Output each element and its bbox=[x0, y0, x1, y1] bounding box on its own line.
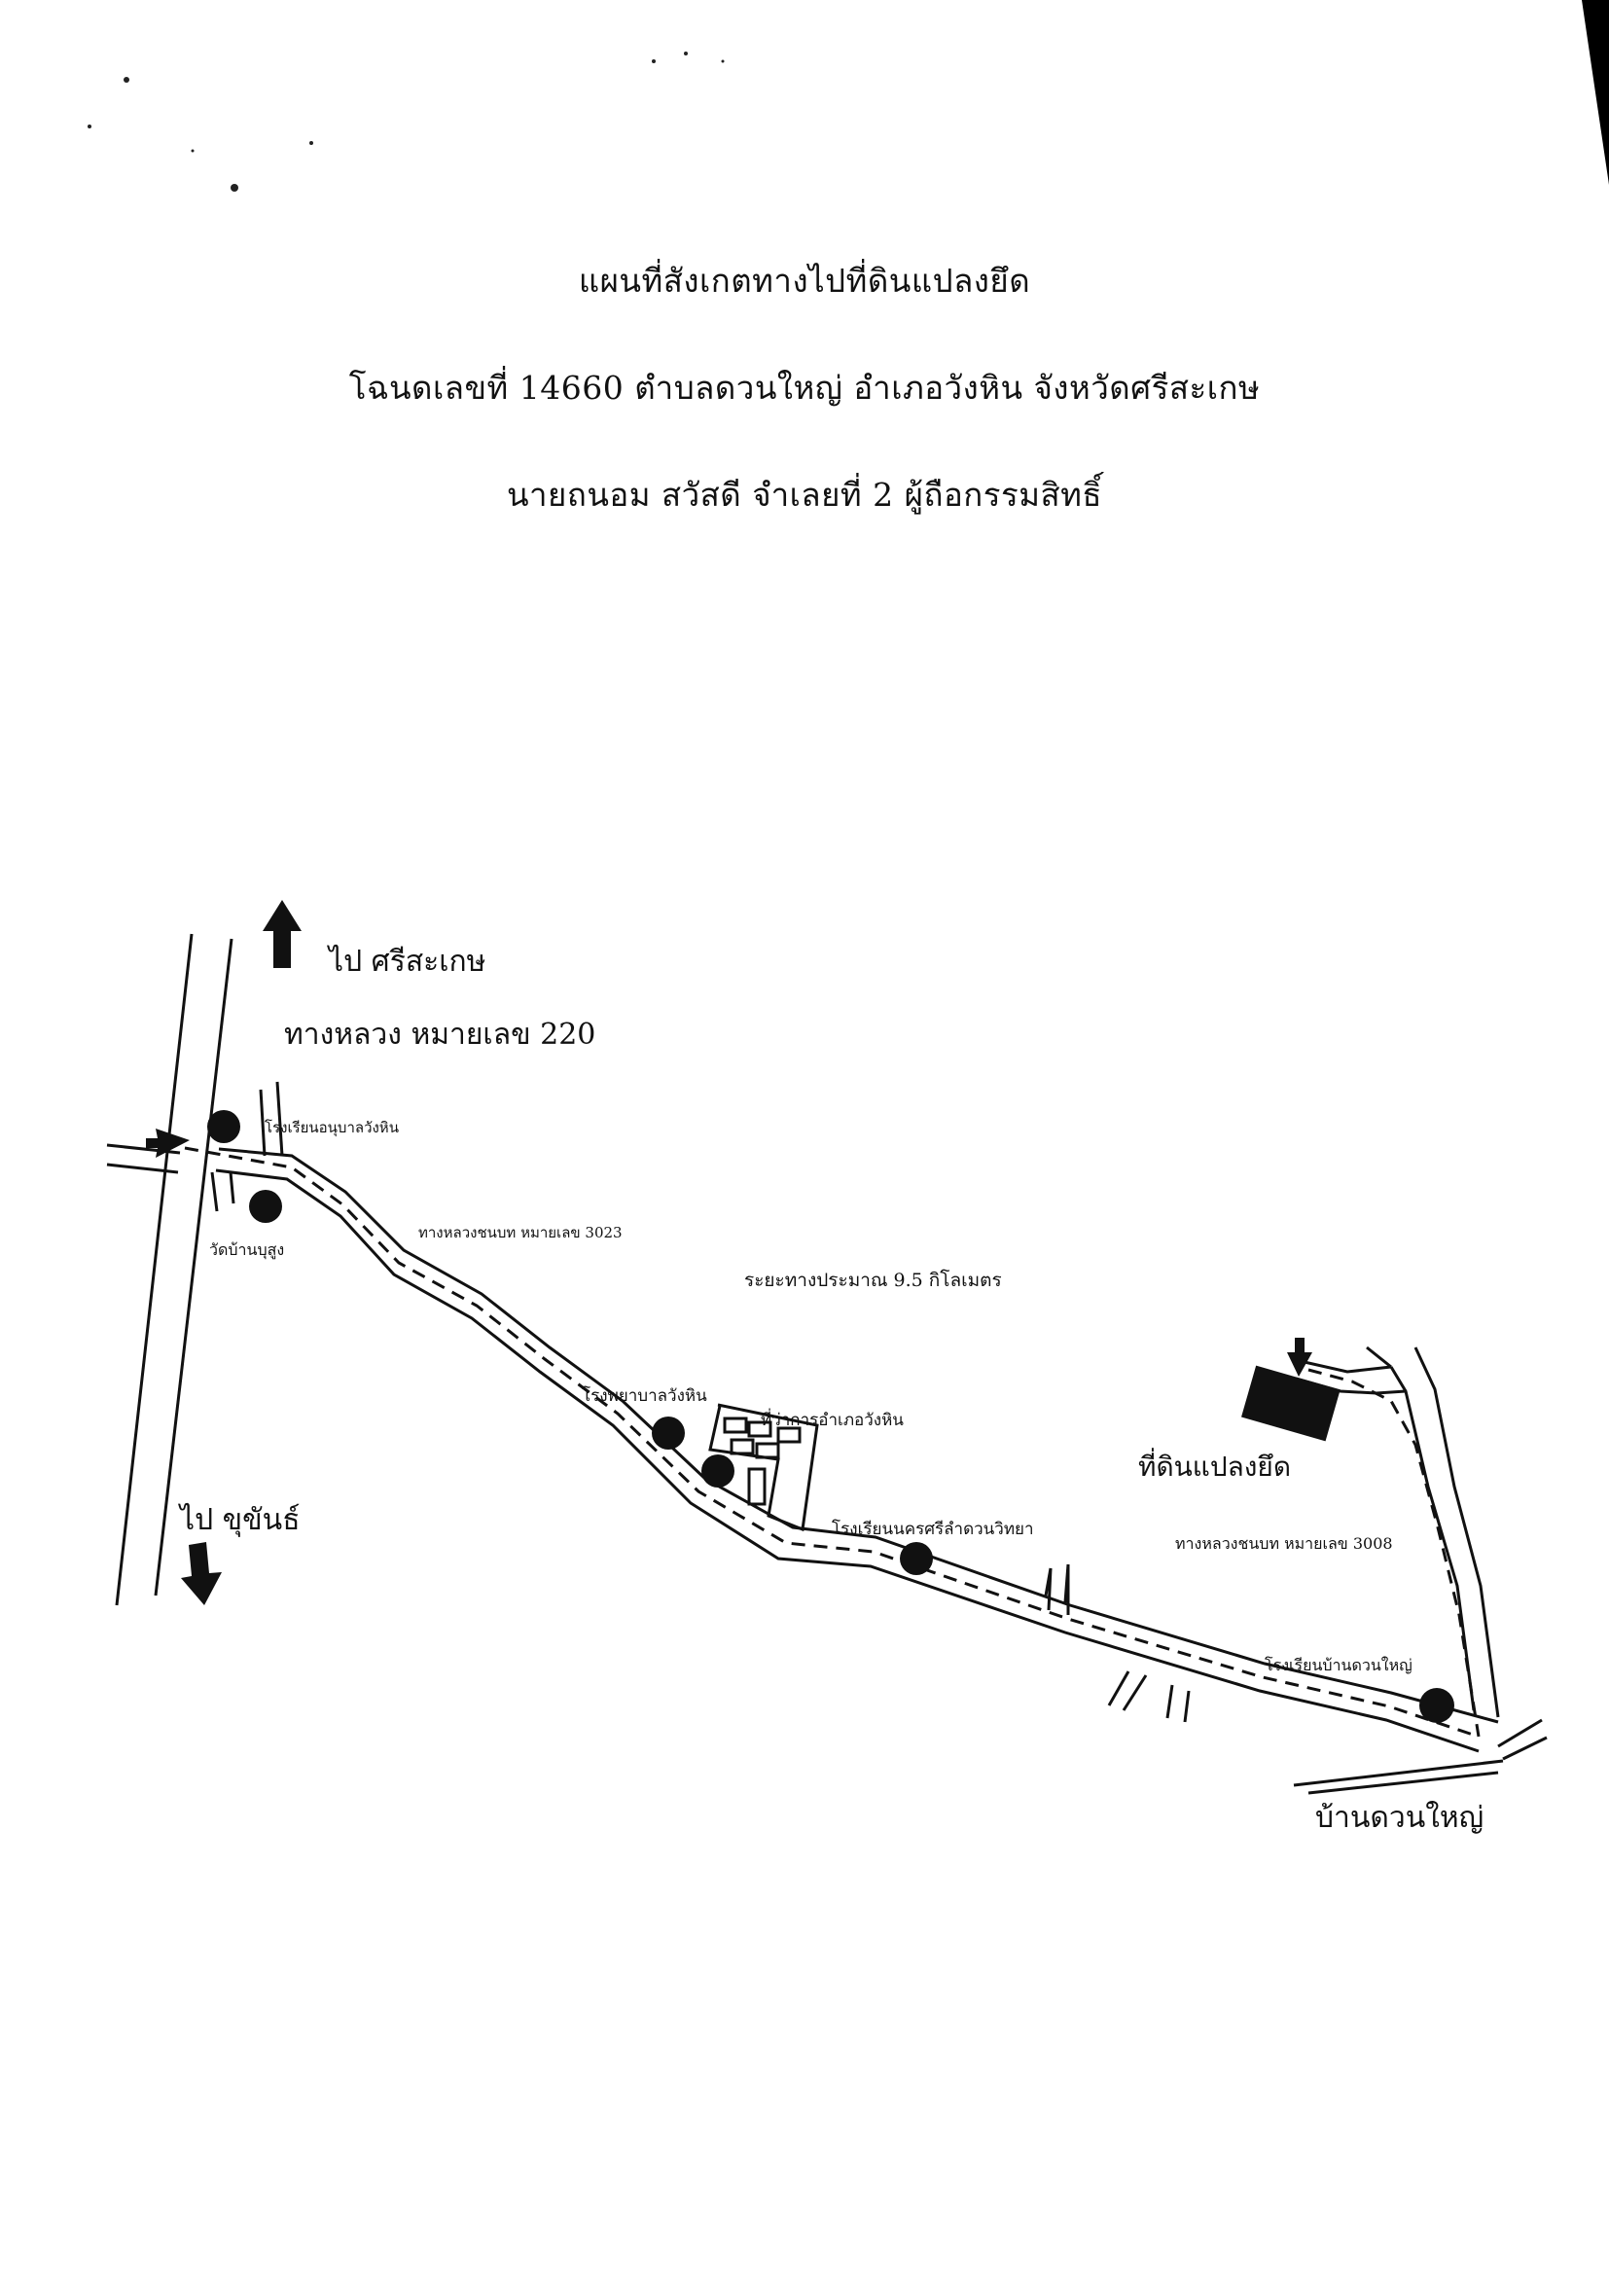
landmark-dot-icon bbox=[249, 1190, 282, 1223]
pointer-arrow-icon bbox=[1287, 1338, 1312, 1377]
arrow-down-icon bbox=[181, 1542, 222, 1605]
arrow-up-icon bbox=[263, 900, 302, 968]
kindergarten-label: โรงเรียนอนุบาลวังหิน bbox=[265, 1119, 399, 1137]
landmark-dot-icon bbox=[701, 1454, 734, 1488]
direction-north-label: ไป ศรีสะเกษ bbox=[327, 944, 485, 979]
pointer-arrow-icon bbox=[146, 1129, 190, 1158]
owner-info: นายถนอม สวัสดี จำเลยที่ 2 ผู้ถือกรรมสิทธ… bbox=[506, 476, 1103, 514]
village-road bbox=[1293, 1718, 1548, 1795]
nakhon-school-label: โรงเรียนนครศรีลำดวนวิทยา bbox=[832, 1519, 1034, 1539]
district-office-label: ที่ว่าการอำเภอวังหิน bbox=[761, 1408, 904, 1430]
landmark-dots bbox=[207, 1110, 1454, 1723]
highway-220 bbox=[115, 933, 233, 1606]
west-stub-road bbox=[106, 1143, 181, 1174]
landmark-dot-icon bbox=[207, 1110, 240, 1143]
scan-specks bbox=[88, 52, 725, 192]
landmark-dot-icon bbox=[1419, 1688, 1454, 1723]
direction-south-label: ไป ขุขันธ์ bbox=[178, 1502, 301, 1538]
scan-corner-mark bbox=[1582, 0, 1609, 185]
landmark-dot-icon bbox=[900, 1542, 933, 1575]
highway-220-label: ทางหลวง หมายเลข 220 bbox=[284, 1018, 595, 1052]
distance-label: ระยะทางประมาณ 9.5 กิโลเมตร bbox=[744, 1269, 1002, 1291]
hospital-label: โรงพยาบาลวังหิน bbox=[582, 1385, 707, 1406]
map-title: แผนที่สังเกตทางไปที่ดินแปลงยึด bbox=[578, 262, 1031, 300]
seized-land-label: ที่ดินแปลงยึด bbox=[1138, 1448, 1291, 1483]
road-3008-label: ทางหลวงชนบท หมายเลข 3008 bbox=[1175, 1534, 1393, 1553]
duan-school-label: โรงเรียนบ้านดวนใหญ่ bbox=[1265, 1656, 1412, 1674]
building-icon bbox=[1241, 1365, 1341, 1442]
temple-label: วัดบ้านบุสูง bbox=[209, 1240, 284, 1260]
district-office-compound bbox=[708, 1403, 819, 1532]
side-roads bbox=[210, 1081, 1191, 1723]
route-dashed-3008 bbox=[1307, 1368, 1481, 1738]
route-dashed-line bbox=[184, 1146, 1480, 1739]
road-3023-label: ทางหลวงชนบท หมายเลข 3023 bbox=[418, 1224, 623, 1241]
landmark-dot-icon bbox=[652, 1417, 685, 1450]
village-label: บ้านดวนใหญ่ bbox=[1315, 1801, 1484, 1835]
deed-info: โฉนดเลขที่ 14660 ตำบลดวนใหญ่ อำเภอวังหิน… bbox=[348, 369, 1261, 407]
